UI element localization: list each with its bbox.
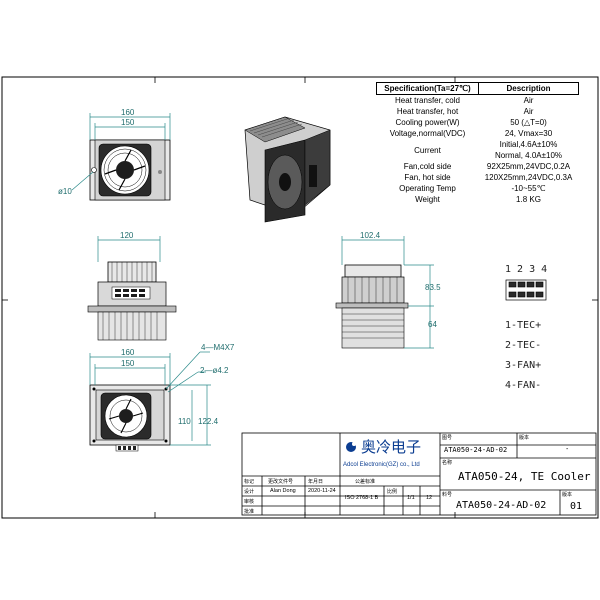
label-design: 设计 [244, 489, 255, 495]
connector-icon [505, 279, 547, 301]
label-version: 版本 [519, 435, 530, 441]
label-name: 名称 [442, 460, 453, 466]
spec-label: Heat transfer, cold [395, 96, 460, 105]
label-material-no: 料号 [442, 492, 453, 498]
part-number-bottom: ATA050-24-AD-02 [456, 500, 547, 511]
bottom-view [89, 384, 171, 452]
bottom-dimensions [89, 351, 211, 446]
rev-label-change: 更改文件号 [268, 479, 294, 485]
dim-right-upper-height: 83.5 [425, 283, 441, 292]
spec-label: Weight [415, 195, 440, 204]
spec-value: Air [523, 107, 534, 116]
front-dimensions [71, 113, 171, 191]
side-dimensions [97, 236, 161, 262]
version-dash: - [566, 446, 569, 453]
dim-bottom-height-inner: 110 [178, 417, 191, 426]
spec-label: Current [414, 145, 441, 155]
screw-note: 4—M4X7 [201, 343, 235, 352]
company-name-en: Adcol Electronic(GZ) co., Ltd [343, 462, 420, 468]
label-sheet: 版本 [562, 492, 573, 498]
dim-right-lower-height: 64 [428, 320, 437, 329]
side-view [87, 261, 177, 341]
design-date: 2020-11-24 [308, 488, 336, 494]
part-number-top: ATA050-24-AD-02 [444, 446, 508, 454]
dim-bottom-outer-width: 160 [121, 348, 135, 357]
dim-front-outer-width: 160 [121, 108, 135, 117]
pin-4-label: 4-FAN- [505, 380, 541, 391]
rev-label-mark: 标记 [244, 479, 255, 485]
spec-value: 120X25mm,24VDC,0.3A [484, 173, 573, 182]
spec-label: Cooling power(W) [395, 118, 460, 127]
pin-2-label: 2-TEC- [505, 340, 541, 351]
right-dimensions [341, 236, 434, 349]
dim-front-inner-width: 150 [121, 118, 135, 127]
label-scale: 比例 [387, 489, 398, 495]
label-review: 审核 [244, 499, 255, 505]
company-logo [346, 442, 356, 452]
rev-label-date: 年月日 [308, 479, 324, 485]
label-drawing-no: 图号 [442, 435, 453, 441]
spec-value: -10~55℃ [511, 184, 546, 193]
drawing-title: ATA050-24, TE Cooler [458, 470, 591, 483]
front-view [89, 139, 171, 201]
isometric-view [244, 116, 331, 223]
spec-value: 92X25mm,24VDC,0.2A [486, 162, 571, 171]
spec-value: 24, Vmax=30 [504, 129, 553, 138]
spec-value: 1.8 KG [516, 195, 541, 204]
sheet-number: 01 [570, 501, 583, 512]
pin-numbers: 1 2 3 4 [505, 264, 547, 275]
spec-value: Initial,4.6A±10% [499, 140, 558, 149]
designer-name: Alan Dong [270, 488, 296, 494]
dim-side-width: 120 [120, 231, 134, 240]
spec-label: Heat transfer, hot [396, 107, 459, 116]
dim-right-width: 102.4 [360, 231, 381, 240]
label-tolerance: 公差标准 [355, 479, 376, 485]
tolerance-standard: ISO 2768-1 B [345, 495, 379, 501]
dim-bottom-inner-width: 150 [121, 359, 135, 368]
pin-1-label: 1-TEC+ [505, 320, 541, 331]
title-block-grid [241, 432, 597, 516]
specification-table: Specification(Ta=27℃) Description Heat t… [376, 82, 579, 205]
label-approve: 批准 [244, 509, 255, 515]
dim-fan-hole-dia: ø10 [58, 187, 72, 196]
spec-value: Air [523, 96, 534, 105]
company-name-cn: 奥冷电子 [361, 439, 422, 456]
spec-label: Fan, hot side [404, 173, 451, 182]
spec-value: Normal, 4.0A±10% [494, 151, 563, 160]
right-view [335, 264, 409, 349]
spec-label: Fan,cold side [403, 162, 452, 171]
hole-note: 2—ø4.2 [200, 366, 229, 375]
spec-header-specification: Specification(Ta=27℃) [376, 82, 479, 95]
sheets-value: 12 [426, 495, 433, 501]
spec-label: Operating Temp [399, 184, 456, 193]
sheet-border [1, 76, 599, 519]
scale-value: 1/1 [407, 495, 415, 501]
pin-3-label: 3-FAN+ [505, 360, 541, 371]
spec-header-description: Description [478, 82, 579, 95]
dim-bottom-height-outer: 122.4 [198, 417, 219, 426]
spec-label: Voltage,normal(VDC) [389, 129, 466, 138]
spec-value: 50 (△T=0) [510, 118, 547, 127]
